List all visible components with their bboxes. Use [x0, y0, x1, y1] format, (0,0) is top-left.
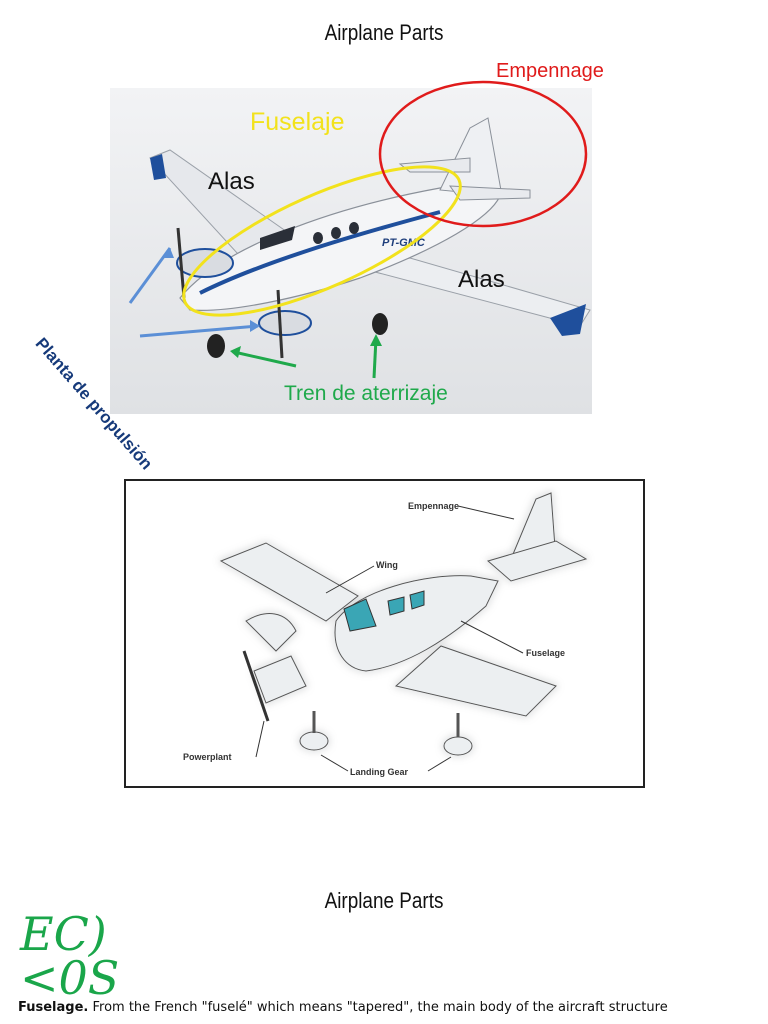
diagram-label-empennage: Empennage [408, 501, 460, 511]
leader-line [457, 505, 515, 520]
scribble-line: <0S [20, 951, 120, 1005]
label-empennage: Empennage [496, 60, 604, 82]
leader-line [255, 720, 265, 758]
empennage-highlight [378, 80, 588, 228]
gear-arrow [233, 350, 297, 368]
diagram-label-wing: Wing [376, 560, 398, 570]
fuselage-highlight [182, 165, 462, 317]
diagram-label-powerplant: Powerplant [183, 752, 232, 762]
diagram-label-landing-gear: Landing Gear [350, 767, 409, 777]
diagram-label-fuselage: Fuselage [526, 648, 566, 658]
label-fuselaje: Fuselaje [250, 108, 345, 136]
paragraph-text: From the French "fuselé" which means "ta… [88, 1000, 668, 1015]
page-title: Airplane Parts [324, 20, 444, 45]
leader-line [320, 754, 349, 772]
handwritten-scribble: EC) <0S [20, 907, 120, 1005]
leader-line [427, 756, 452, 772]
body-paragraph: Fuselage. From the French "fuselé" which… [18, 1000, 758, 1015]
term-fuselage: Fuselage. [18, 1000, 89, 1015]
leader-line [325, 565, 375, 594]
propulsion-arrow [139, 324, 259, 338]
leader-line [460, 620, 524, 654]
exploded-airplane-illustration [219, 492, 588, 772]
scribble-line: EC) [20, 907, 107, 961]
section-title: Airplane Parts [324, 888, 444, 913]
label-alas-right: Alas [458, 266, 505, 293]
label-tren: Tren de aterrizaje [284, 382, 448, 405]
label-alas-left: Alas [208, 168, 255, 195]
exploded-diagram [124, 479, 645, 788]
airplane-illustration: PT-GMC [128, 117, 591, 379]
airplane-photo: PT-GMC [110, 88, 592, 414]
